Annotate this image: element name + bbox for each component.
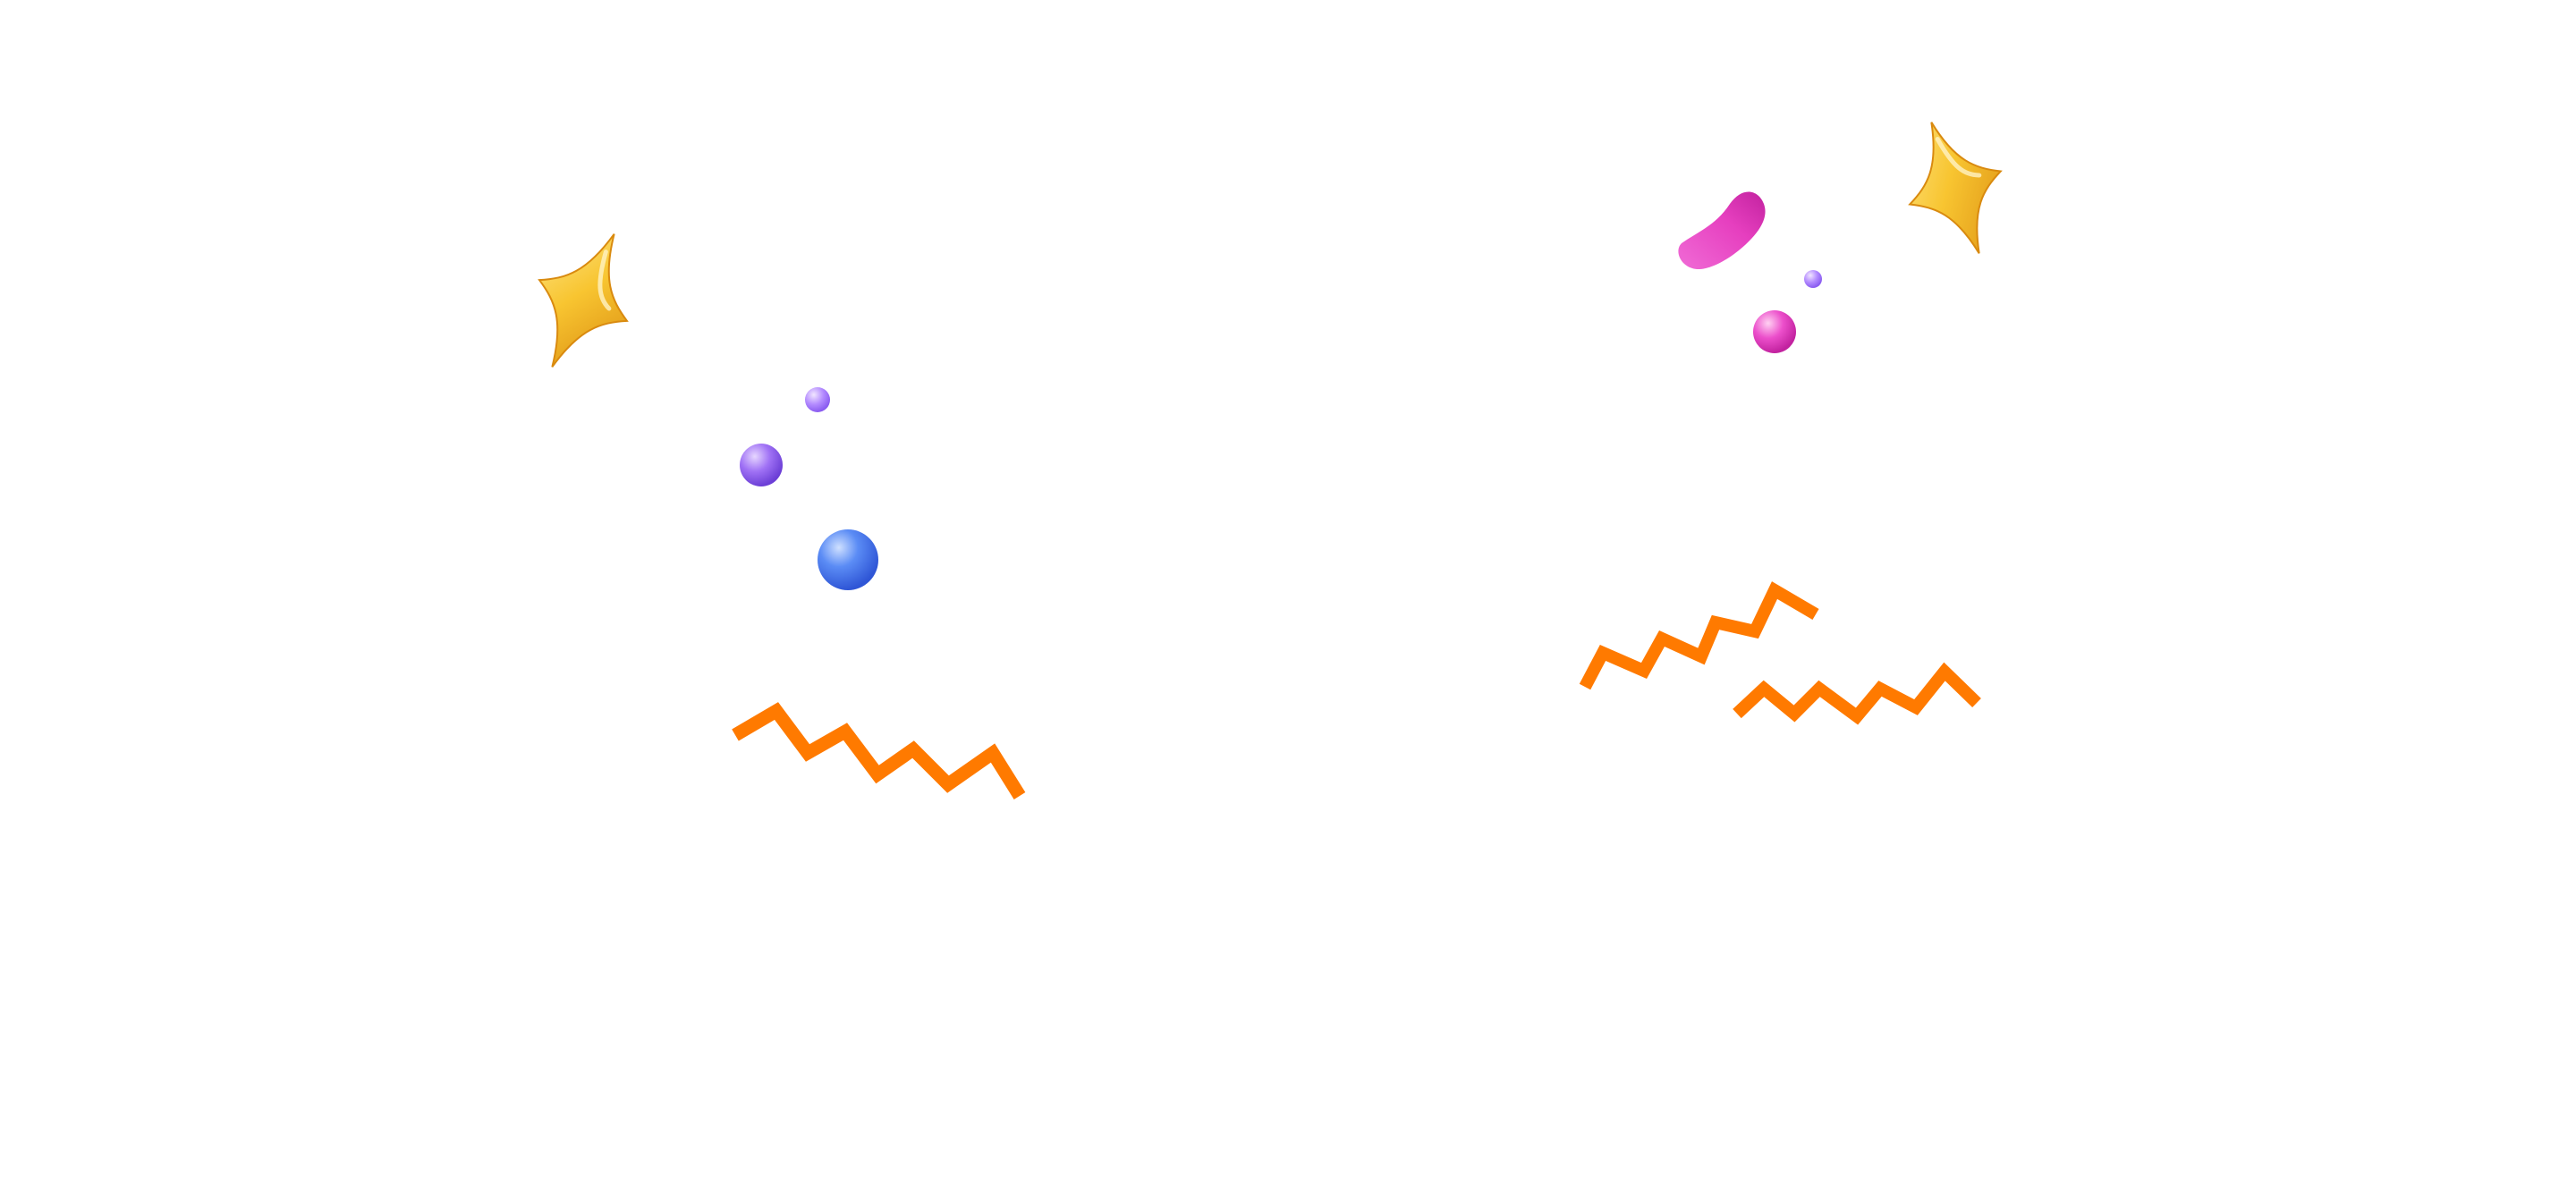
- small-sphere-icon: [1804, 270, 1822, 288]
- small-sphere-icon: [818, 529, 878, 590]
- zigzag-ribbon-icon: [732, 702, 1026, 799]
- small-sphere-icon: [1753, 310, 1796, 353]
- small-sphere-icon: [740, 444, 783, 486]
- zigzag-ribbon-icon: [1733, 662, 1981, 725]
- small-sphere-icon: [805, 387, 830, 412]
- confetti-ribbon-icon: [1678, 191, 1766, 270]
- sparkle-star-icon: [1908, 122, 2003, 254]
- sparkle-star-icon: [538, 233, 629, 368]
- zigzag-ribbon-icon: [1579, 581, 1819, 690]
